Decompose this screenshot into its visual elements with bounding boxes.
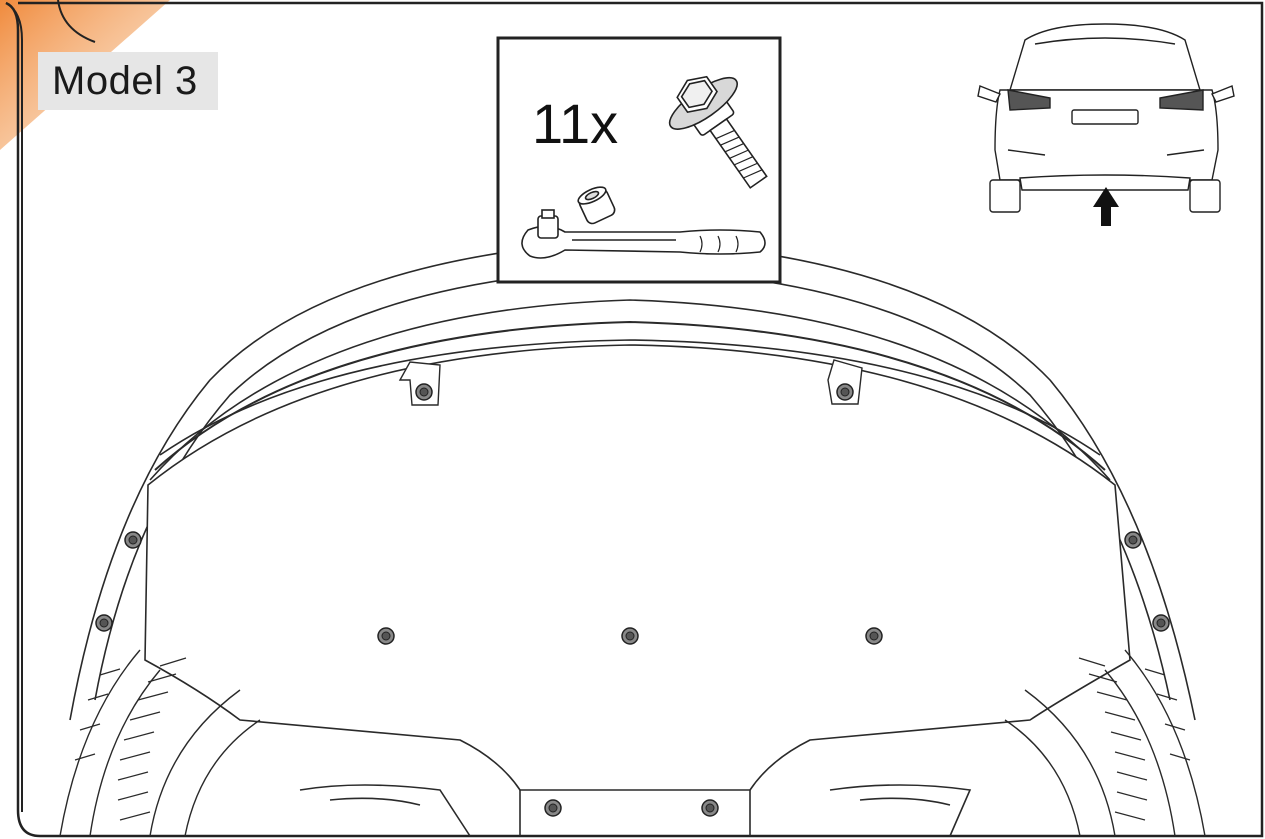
right-tire [1004,649,1206,837]
left-tire [59,649,261,837]
bolt-marker [95,614,113,632]
bolt-marker [415,383,433,401]
rear-bumper-underside [69,239,1196,837]
bolt-count-label: 11x [532,92,619,155]
parts-box [496,36,782,284]
rear-view-of-car [977,23,1235,213]
hex-flange-bolt-icon [668,75,768,189]
bolt-marker [377,627,395,645]
bolt-marker [1152,614,1170,632]
ratchet-with-socket-icon [521,186,766,259]
bolt-marker [865,627,883,645]
corner-tab-line [57,0,96,43]
bolt-marker [544,799,562,817]
bolt-marker [1124,531,1142,549]
model-label: Model 3 [38,52,218,110]
bolt-marker [621,627,639,645]
page-border-left [5,2,23,812]
bolt-marker [836,383,854,401]
bolt-marker [701,799,719,817]
bolt-markers [95,383,1170,817]
bolt-marker [124,531,142,549]
up-arrow-icon [1093,187,1119,226]
